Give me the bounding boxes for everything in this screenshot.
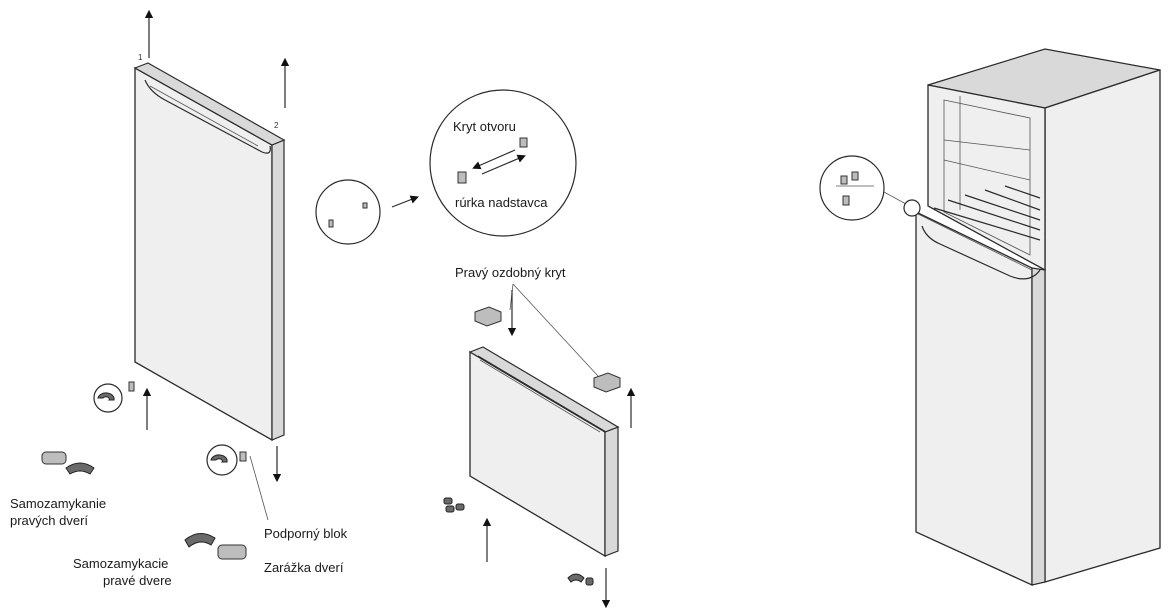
label-podporny-blok: Podporný blok (264, 526, 348, 541)
step-number-1: 1 (138, 53, 143, 62)
label-samozamykacie-line1: Samozamykacie (73, 556, 169, 571)
label-pravy-ozdobny-kryt: Pravý ozdobný kryt (455, 265, 566, 280)
upper-door (133, 62, 286, 442)
step-number-2: 2 (274, 121, 279, 130)
step-arrows-lower-door (482, 290, 636, 609)
hinge-detail-left (93, 381, 135, 413)
decorative-covers (474, 283, 621, 393)
lower-hinge-parts (443, 497, 594, 586)
detail-circle-large (429, 89, 577, 237)
self-locking-parts-group-2 (184, 533, 247, 560)
hinge-detail-right (206, 444, 269, 521)
label-samozamykacie-line2: pravé dvere (103, 573, 172, 588)
label-zarazka-dveri: Zarážka dverí (264, 560, 344, 575)
detail-circle-small (315, 179, 419, 245)
fridge-hinge-detail-circle (819, 155, 921, 221)
label-rurka-nadstavca: rúrka nadstavca (455, 195, 548, 210)
label-samozamykanie-line2: pravých dverí (10, 513, 89, 528)
step-arrows-upper-door (142, 9, 290, 483)
self-locking-parts-group-1 (41, 451, 95, 475)
fridge-body (915, 48, 1161, 587)
label-samozamykanie-line1: Samozamykanie (10, 496, 107, 511)
label-kryt-otvoru: Kryt otvoru (453, 119, 516, 134)
fridge-shelf-rails (933, 185, 1041, 241)
lower-door (468, 346, 620, 558)
